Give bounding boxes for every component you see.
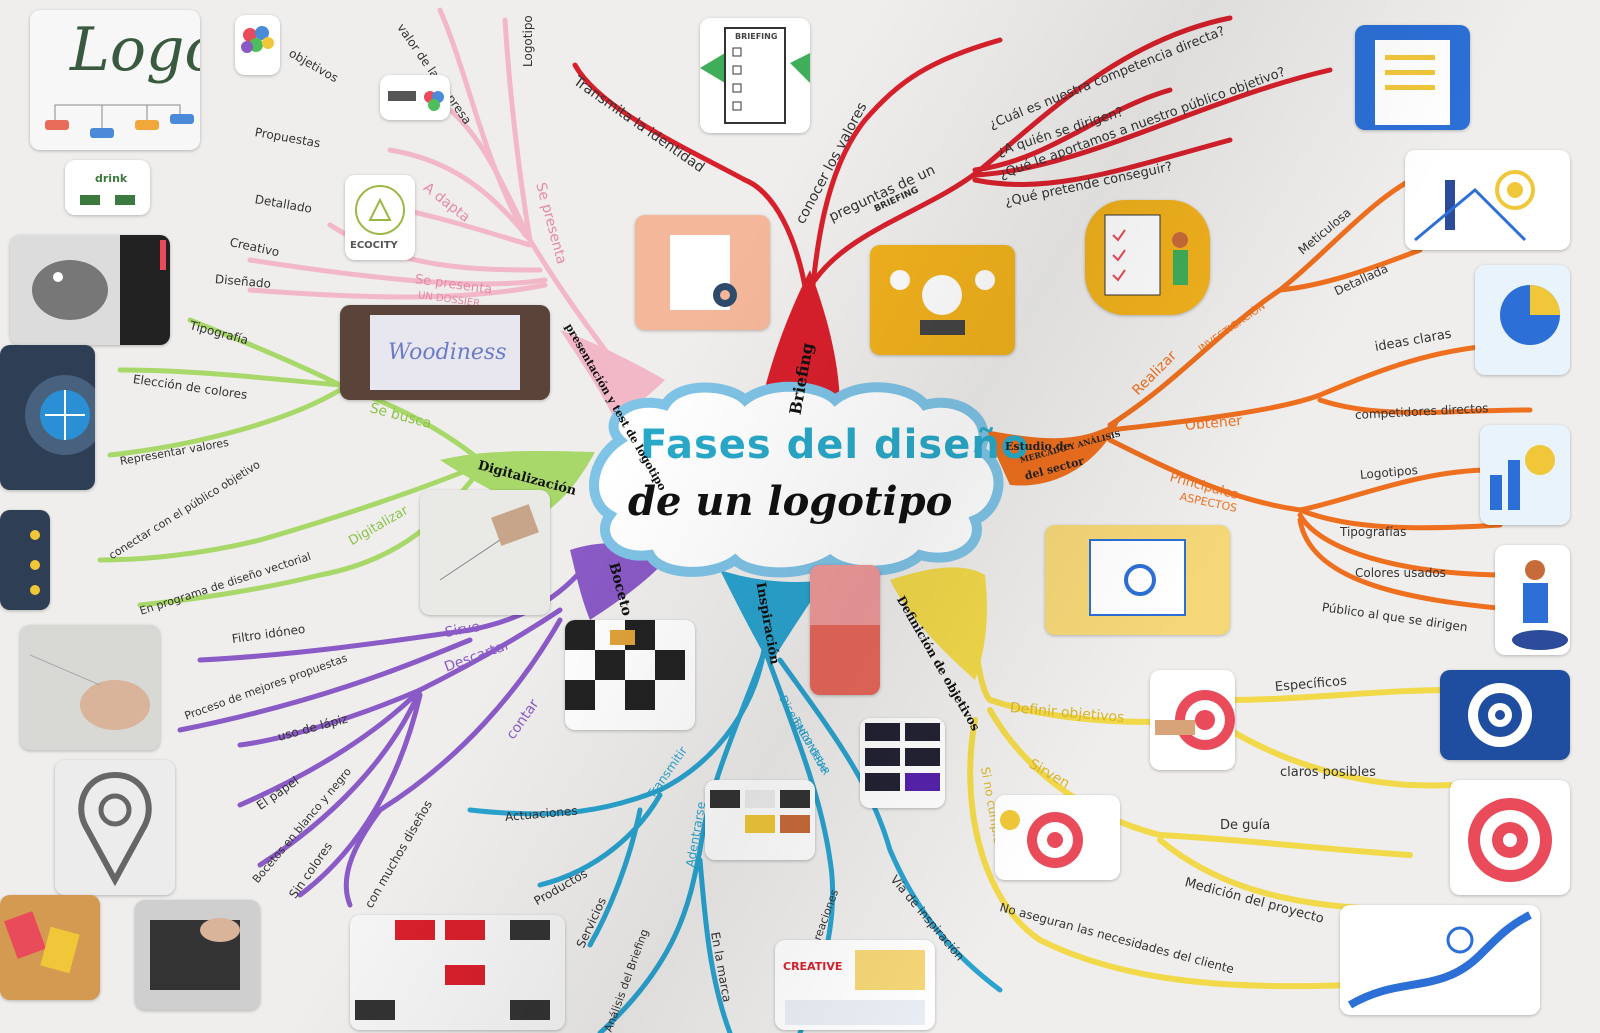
label-logotipo: Logotipo <box>521 15 535 67</box>
sketching-photo <box>420 490 550 615</box>
meeting-sticker <box>870 245 1015 355</box>
archer-sticker <box>1405 150 1570 250</box>
label-claros: claros posibles <box>1280 765 1376 780</box>
logo-checker-collage <box>565 620 695 730</box>
title-line-1: Fases del diseño <box>640 422 1030 468</box>
checklist-sticker <box>1085 200 1210 315</box>
woodiness-sticker: Woodiness <box>340 305 550 400</box>
label-colores: Colores usados <box>1355 566 1446 580</box>
briefing-root <box>760 270 840 410</box>
drink-text: drink <box>95 172 128 185</box>
woodiness-text: Woodiness <box>388 340 507 365</box>
creative-collage: CREATIVE <box>775 940 935 1030</box>
gear-doc-sticker <box>635 215 770 330</box>
label-guia: De guía <box>1220 818 1271 833</box>
logo-grid-collage <box>350 915 565 1030</box>
ecocity-logo: ECOCITY <box>345 175 415 260</box>
digital-root <box>440 450 595 515</box>
hand-sketch-photo <box>20 625 160 750</box>
dart-target-sticker <box>1150 670 1235 770</box>
title-line-2: de un logotipo <box>628 478 953 525</box>
business-cards-collage <box>705 780 815 860</box>
branch-estudio-1: Estudio de <box>1005 440 1071 453</box>
goal-path-sticker <box>1340 905 1540 1015</box>
analytics-sticker <box>1480 425 1570 525</box>
logo-word: Logo. <box>70 15 200 85</box>
ecocity-text: ECOCITY <box>350 240 398 251</box>
person-sticker <box>1495 545 1570 655</box>
pink-card-sticker <box>810 565 880 695</box>
presentacion-root <box>560 330 665 420</box>
briefing-doc-text: BRIEFING <box>735 32 778 41</box>
gear-globe-sticker <box>0 345 95 490</box>
search-analytics-sticker <box>1045 525 1230 635</box>
dark-logos-collage <box>860 718 945 808</box>
logo-sticker: Logo. <box>30 10 200 150</box>
boceto-root <box>570 543 670 620</box>
goal-target-sticker <box>995 795 1120 880</box>
pin-logo-sketch <box>55 760 175 895</box>
target-blue-sticker <box>1440 670 1570 760</box>
network-sticker <box>0 510 50 610</box>
drink-logo: drink <box>65 160 150 215</box>
bird-sketch-sticker <box>10 235 170 345</box>
creative-text: CREATIVE <box>783 960 843 973</box>
label-tipografias: Tipografías <box>1340 525 1407 539</box>
color-swatches-photo <box>0 895 100 1000</box>
target-red-sticker <box>1450 780 1570 895</box>
pie-chart-sticker <box>1475 265 1570 375</box>
drawing-hand-photo <box>135 900 260 1010</box>
small-logo <box>380 75 450 120</box>
inspiracion-root <box>720 570 825 665</box>
rainbow-logo <box>235 15 280 75</box>
briefing-doc-sticker: BRIEFING <box>700 18 810 133</box>
title-cloud <box>589 381 1004 578</box>
estudio-root <box>985 420 1120 486</box>
objetivos-root <box>890 567 987 680</box>
clipboard-sticker <box>1355 25 1470 130</box>
